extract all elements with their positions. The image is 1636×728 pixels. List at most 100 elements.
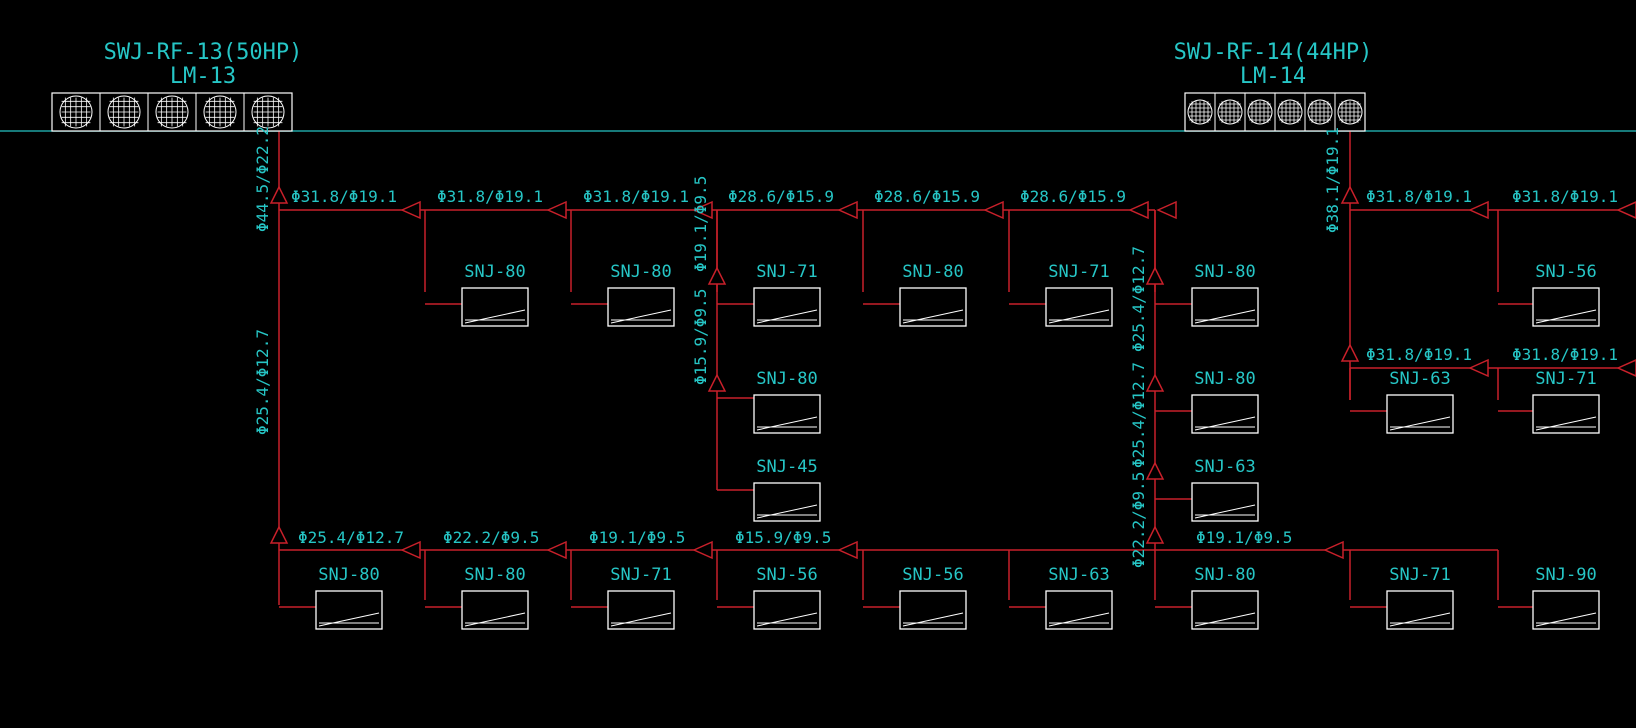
pipe-size-label: Φ31.8/Φ19.1 [1366,345,1472,364]
indoor-unit: SNJ-56 [1532,262,1600,327]
branch-joint-arrow [1616,359,1636,377]
indoor-unit-label: SNJ-56 [756,565,817,585]
branch-joint-arrow [269,525,289,544]
indoor-unit-label: SNJ-63 [1389,369,1450,389]
outdoor-unit: SWJ-RF-14(44HP)LM-14 [1174,40,1373,132]
unit-detail-line [1389,416,1451,431]
system-title: SWJ-RF-14(44HP) [1174,40,1373,65]
branch-joint-arrow [269,185,289,204]
pipe-size-label: Φ25.4/Φ12.7 [1129,362,1148,468]
pipe-size-label: Φ31.8/Φ19.1 [291,187,397,206]
indoor-unit-label: SNJ-90 [1535,565,1596,585]
pipe-size-label: Φ38.1/Φ19.1 [1323,127,1342,233]
indoor-unit: SNJ-71 [607,565,675,630]
pipe-size-label: Φ15.9/Φ9.5 [735,528,831,547]
branch-joint-arrow [1145,525,1165,544]
indoor-unit: SNJ-45 [753,457,821,522]
branch-joint-arrow [400,200,421,220]
indoor-unit-label: SNJ-63 [1048,565,1109,585]
branch-joint-arrow [692,200,713,220]
branch-joint-arrow [837,200,858,220]
indoor-unit: SNJ-71 [1386,565,1454,630]
unit-detail-line [610,309,672,324]
unit-detail-line [1194,612,1256,627]
branch-joint-arrow [1468,200,1489,220]
module-label: LM-13 [170,64,236,89]
unit-detail-line [464,309,526,324]
pipe-size-label: Φ25.4/Φ12.7 [298,528,404,547]
indoor-unit-label: SNJ-63 [1194,457,1255,477]
indoor-unit: SNJ-56 [899,565,967,630]
fan-icon [1277,99,1303,125]
unit-detail-line [756,612,818,627]
branch-joint-arrow [400,540,421,560]
indoor-unit-label: SNJ-80 [318,565,379,585]
indoor-unit: SNJ-80 [1191,262,1259,327]
pipe-size-label: Φ19.1/Φ9.5 [1196,528,1292,547]
pipe-size-label: Φ31.8/Φ19.1 [583,187,689,206]
pipe-size-label: Φ25.4/Φ12.7 [253,329,272,435]
pipe-size-label: Φ25.4/Φ12.7 [1129,246,1148,352]
fan-icon [251,95,285,129]
unit-detail-line [1535,309,1597,324]
unit-detail-line [464,612,526,627]
branch-joint-arrow [983,200,1004,220]
unit-detail-line [756,504,818,519]
system-title: SWJ-RF-13(50HP) [104,40,303,65]
indoor-unit: SNJ-90 [1532,565,1600,630]
indoor-unit: SNJ-63 [1386,369,1454,434]
pipe-size-label: Φ31.8/Φ19.1 [1512,345,1618,364]
pipe-size-label: Φ44.5/Φ22.2 [253,126,272,232]
branch-joint-arrow [1323,540,1344,560]
indoor-unit-label: SNJ-80 [464,262,525,282]
fan-icon [1187,99,1213,125]
unit-detail-line [902,309,964,324]
unit-detail-line [610,612,672,627]
indoor-unit-label: SNJ-71 [610,565,671,585]
branch-joint-arrow [546,200,567,220]
branch-joint-arrow [1145,266,1165,285]
indoor-unit: SNJ-80 [461,262,529,327]
indoor-unit: SNJ-80 [315,565,383,630]
fan-icon [107,95,141,129]
pipe-size-label: Φ28.6/Φ15.9 [874,187,980,206]
indoor-unit-label: SNJ-71 [1535,369,1596,389]
fan-icon [1307,99,1333,125]
pipe-size-label: Φ19.1/Φ9.5 [589,528,685,547]
branch-joint-arrow [1145,461,1165,480]
indoor-unit-label: SNJ-71 [1389,565,1450,585]
indoor-unit-label: SNJ-80 [1194,369,1255,389]
fan-icon [1217,99,1243,125]
indoor-unit: SNJ-80 [899,262,967,327]
indoor-unit-label: SNJ-56 [902,565,963,585]
pipe-size-label: Φ31.8/Φ19.1 [437,187,543,206]
indoor-unit: SNJ-63 [1191,457,1259,522]
module-label: LM-14 [1240,64,1306,89]
indoor-unit: SNJ-71 [1532,369,1600,434]
branch-joint-arrow [837,540,858,560]
fan-icon [1247,99,1273,125]
branch-joint-arrow [1340,185,1360,204]
pipe-size-label: Φ22.2/Φ9.5 [443,528,539,547]
branch-joint-arrow [1616,201,1636,219]
branch-joint-arrow [1340,343,1360,362]
outdoor-units: SWJ-RF-13(50HP)LM-13 SWJ-RF-14(44HP)LM-14 [51,40,1373,132]
indoor-unit-label: SNJ-56 [1535,262,1596,282]
unit-detail-line [1194,309,1256,324]
indoor-unit: SNJ-80 [1191,369,1259,434]
unit-detail-line [1535,612,1597,627]
indoor-unit: SNJ-63 [1045,565,1113,630]
indoor-unit: SNJ-80 [607,262,675,327]
indoor-unit-label: SNJ-80 [1194,262,1255,282]
indoor-unit: SNJ-56 [753,565,821,630]
unit-detail-line [318,612,380,627]
indoor-unit-label: SNJ-80 [610,262,671,282]
indoor-unit: SNJ-80 [1191,565,1259,630]
unit-detail-line [1389,612,1451,627]
branch-joint-arrow [1468,358,1489,378]
indoor-unit-label: SNJ-80 [756,369,817,389]
fan-icon [203,95,237,129]
unit-detail-line [756,309,818,324]
branch-joint-arrow [692,540,713,560]
